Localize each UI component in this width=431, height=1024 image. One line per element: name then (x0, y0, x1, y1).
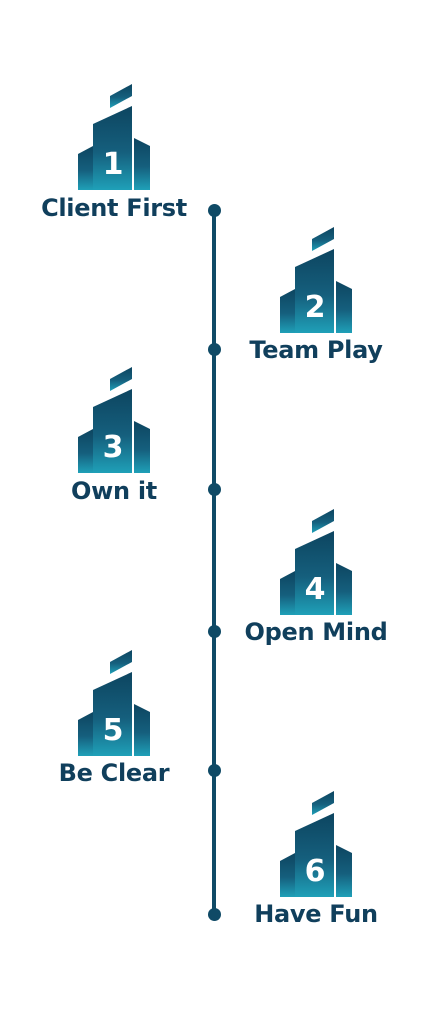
value-number: 3 (103, 430, 124, 465)
value-number: 2 (305, 290, 326, 325)
value-label: Team Play (249, 336, 383, 364)
value-number: 5 (103, 713, 124, 748)
building-icon: 4 (278, 507, 354, 615)
timeline-dot (208, 343, 221, 356)
timeline-line (212, 210, 216, 915)
timeline-dot (208, 483, 221, 496)
building-icon: 1 (76, 82, 152, 190)
timeline-dot (208, 764, 221, 777)
value-number: 6 (305, 854, 326, 889)
value-label: Own it (71, 477, 157, 505)
building-icon: 2 (278, 225, 354, 333)
timeline-dot (208, 204, 221, 217)
value-label: Client First (41, 194, 187, 222)
building-icon: 6 (278, 789, 354, 897)
value-number: 4 (305, 572, 326, 607)
value-label: Have Fun (254, 900, 378, 928)
value-number: 1 (103, 147, 124, 182)
value-label: Open Mind (244, 618, 388, 646)
value-label: Be Clear (58, 759, 170, 787)
timeline-dot (208, 625, 221, 638)
timeline-dot (208, 908, 221, 921)
building-icon: 5 (76, 648, 152, 756)
building-icon: 3 (76, 365, 152, 473)
